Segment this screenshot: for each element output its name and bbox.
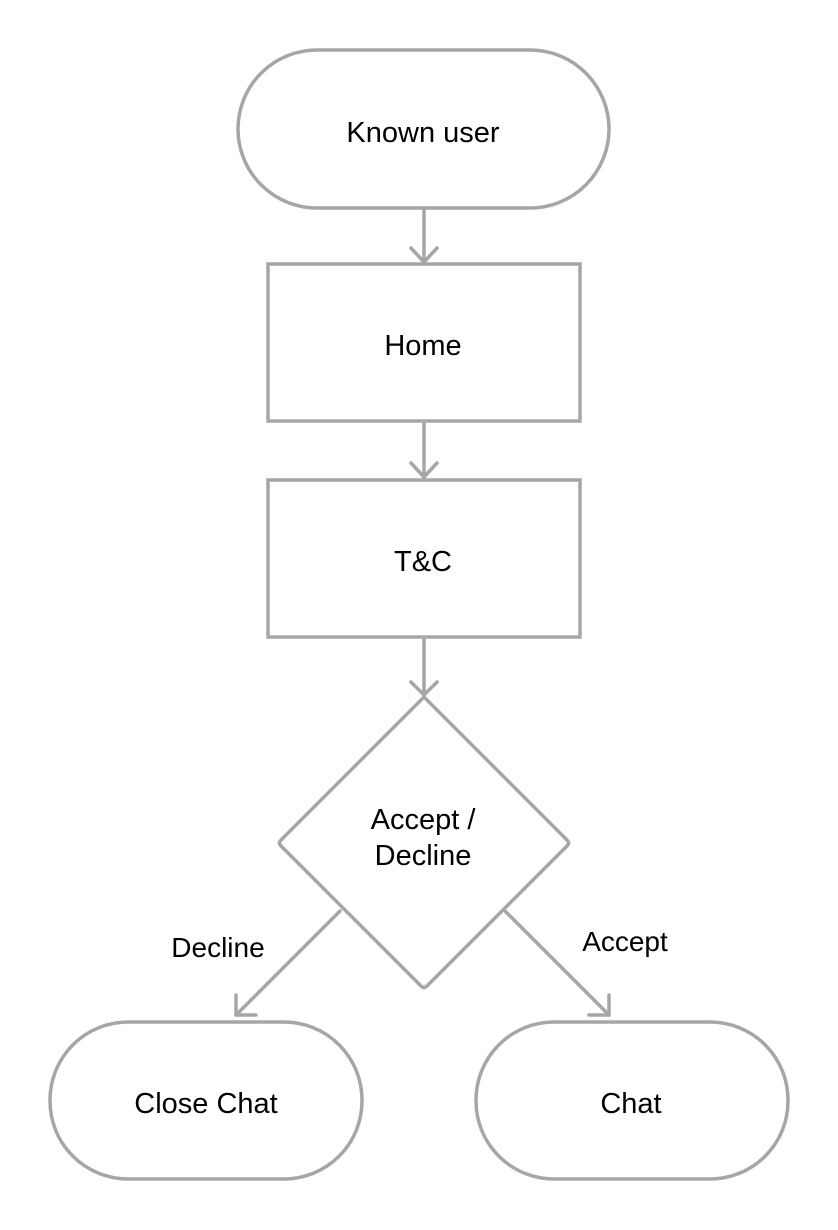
node-home-label: Home [384,330,461,362]
node-close-chat-label: Close Chat [134,1088,277,1120]
node-known-user: Known user [236,48,611,210]
node-decision-label-line1: Accept / [371,804,477,836]
node-chat: Chat [474,1020,790,1181]
node-chat-label: Chat [600,1088,661,1120]
edge-known-user-to-home [409,208,439,264]
edge-decision-to-chat [503,909,611,1017]
node-tc: T&C [266,478,582,639]
edge-tc-to-decision [409,636,439,697]
node-known-user-label: Known user [346,117,499,149]
node-tc-label: T&C [394,546,452,578]
node-decision-label-line2: Decline [375,840,472,872]
edge-decision-to-close-chat [234,909,342,1017]
node-close-chat: Close Chat [48,1020,364,1181]
edge-label-decline: Decline [171,932,264,963]
edge-home-to-tc [409,420,439,479]
node-decision: Accept / Decline [277,694,571,990]
node-home: Home [266,262,582,423]
edge-label-accept: Accept [582,926,668,957]
